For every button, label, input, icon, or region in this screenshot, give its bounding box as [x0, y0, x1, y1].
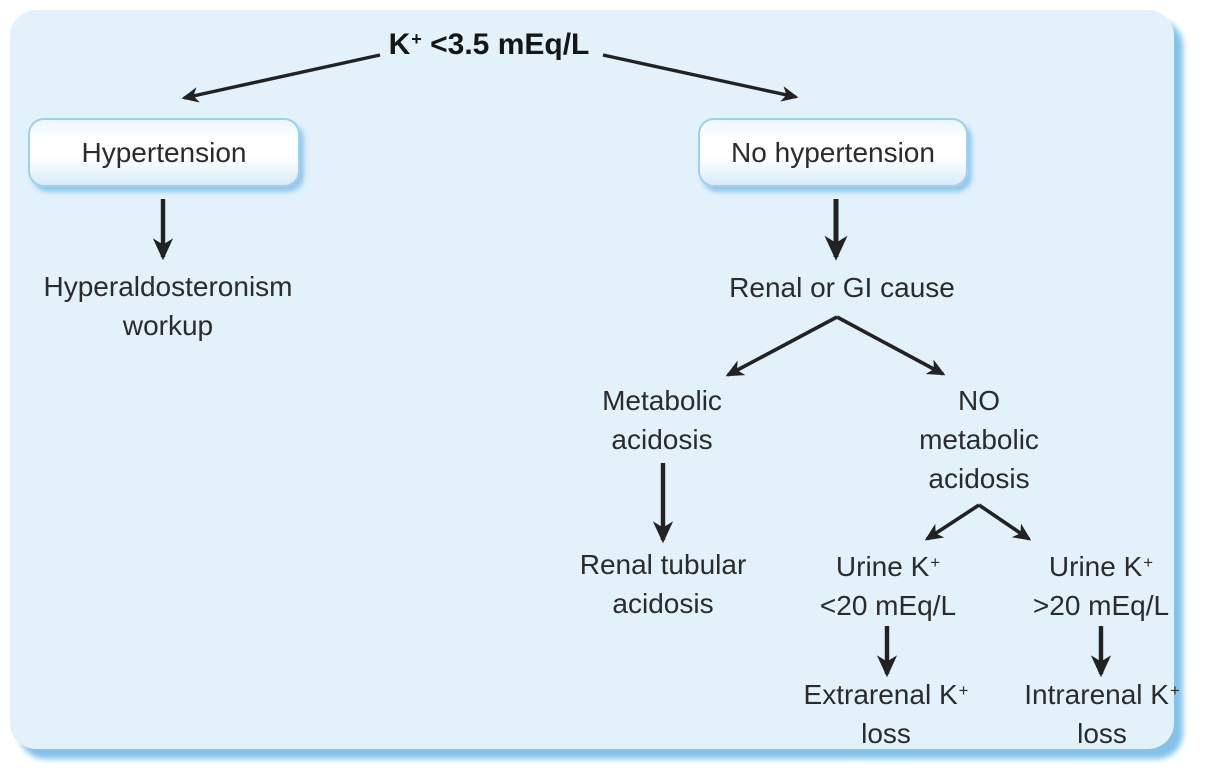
- node-no-metabolic-acidosis: NO metabolic acidosis: [919, 381, 1039, 498]
- no-hypertension-label: No hypertension: [731, 136, 935, 168]
- label-line: Extrarenal K+: [803, 679, 969, 710]
- label-line: Metabolic: [602, 385, 722, 416]
- label-line: Renal tubular: [579, 549, 747, 580]
- node-metabolic-acidosis: Metabolic acidosis: [602, 381, 722, 459]
- extrarenal-superscript: +: [958, 680, 969, 700]
- label-line: Urine K+: [1048, 551, 1154, 582]
- label-line: >20 mEq/L: [1032, 590, 1170, 621]
- label-line: acidosis: [611, 424, 713, 455]
- root-condition-text: K: [388, 28, 411, 61]
- node-hypertension-box: Hypertension: [28, 118, 300, 187]
- label-line: acidosis: [928, 463, 1030, 494]
- node-hyperaldosteronism-workup: Hyperaldosteronism workup: [44, 267, 293, 345]
- node-root-condition: K+ <3.5 mEq/L: [389, 27, 590, 63]
- node-renal-or-gi-cause: Renal or GI cause: [729, 268, 955, 307]
- label-line: loss: [1077, 718, 1127, 749]
- label-line: Intrarenal K+: [1024, 679, 1180, 710]
- urine-k-high-superscript: +: [1143, 552, 1154, 572]
- label-line: Hyperaldosteronism: [43, 271, 293, 302]
- label-line: Renal or GI cause: [729, 272, 955, 303]
- label-line: acidosis: [612, 588, 714, 619]
- node-intrarenal-k-loss: Intrarenal K+ loss: [1024, 675, 1180, 753]
- root-condition-superscript: +: [411, 29, 422, 49]
- node-no-hypertension-box: No hypertension: [698, 118, 968, 187]
- intrarenal-superscript: +: [1169, 680, 1180, 700]
- label-line: metabolic: [919, 424, 1039, 455]
- hypertension-label: Hypertension: [81, 136, 247, 168]
- node-renal-tubular-acidosis: Renal tubular acidosis: [580, 545, 747, 623]
- label-line: Urine K+: [835, 551, 941, 582]
- urine-k-low-superscript: +: [930, 552, 941, 572]
- node-extrarenal-k-loss: Extrarenal K+ loss: [804, 675, 969, 753]
- label-line: NO: [958, 385, 1000, 416]
- label-line: <20 mEq/L: [819, 590, 957, 621]
- label-line: loss: [861, 718, 911, 749]
- label-line: workup: [122, 310, 214, 341]
- root-condition-threshold: <3.5 mEq/L: [421, 28, 590, 61]
- node-urine-k-high: Urine K+ >20 mEq/L: [1033, 547, 1169, 625]
- node-urine-k-low: Urine K+ <20 mEq/L: [820, 547, 956, 625]
